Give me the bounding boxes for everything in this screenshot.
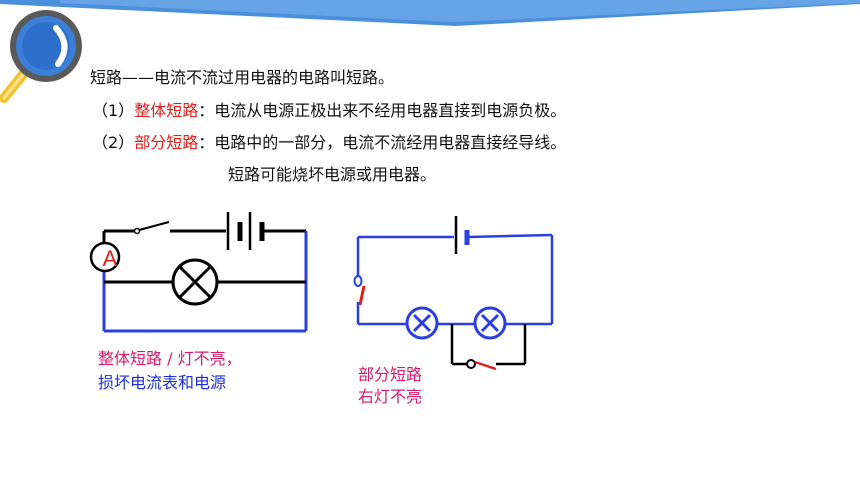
partial-short-circuit-diagram: [353, 216, 554, 371]
right-caption-line2: 右灯不亮: [358, 387, 423, 406]
top-banner: [0, 0, 860, 26]
item-number: （2）: [92, 133, 135, 152]
term-partial-short: 部分短路: [134, 133, 199, 152]
ammeter-label: A: [103, 246, 118, 271]
term-whole-short: 整体短路: [134, 101, 199, 120]
definition-line: 短路——电流不流过用电器的电路叫短路。: [90, 68, 395, 87]
item-description: 电流从电源正极出来不经用电器直接到电源负极。: [214, 101, 567, 120]
item-description: 电路中的一部分，电流不流经用电器直接经导线。: [214, 133, 567, 152]
switch-pivot: [353, 275, 363, 287]
magnifier-icon: [0, 10, 82, 103]
warning-line: 短路可能烧坏电源或用电器。: [228, 165, 437, 184]
ammeter-icon: [89, 241, 121, 273]
lamp-cross: [480, 313, 500, 333]
item-whole-short: （1）整体短路：电流从电源正极出来不经用电器直接到电源负极。: [92, 97, 566, 121]
item-number: （1）: [92, 101, 135, 120]
left-caption-line1: 整体短路 / 灯不亮，: [98, 349, 242, 368]
item-colon: ：: [198, 101, 215, 120]
switch-pivot: [133, 227, 141, 235]
wire: [468, 233, 553, 239]
item-colon: ：: [198, 133, 215, 152]
item-partial-short: （2）部分短路：电路中的一部分，电流不流经用电器直接经导线。: [92, 129, 566, 153]
lamp-cross: [178, 265, 212, 299]
whole-short-circuit-diagram: A: [89, 212, 308, 333]
switch-blade: [138, 221, 170, 231]
switch-blade-closed: [474, 360, 497, 371]
lamp-cross: [412, 313, 432, 333]
right-caption-line1: 部分短路: [358, 365, 423, 384]
switch-pivot: [466, 359, 476, 369]
left-caption-line2: 损坏电流表和电源: [98, 373, 227, 392]
switch-blade: [358, 285, 366, 306]
